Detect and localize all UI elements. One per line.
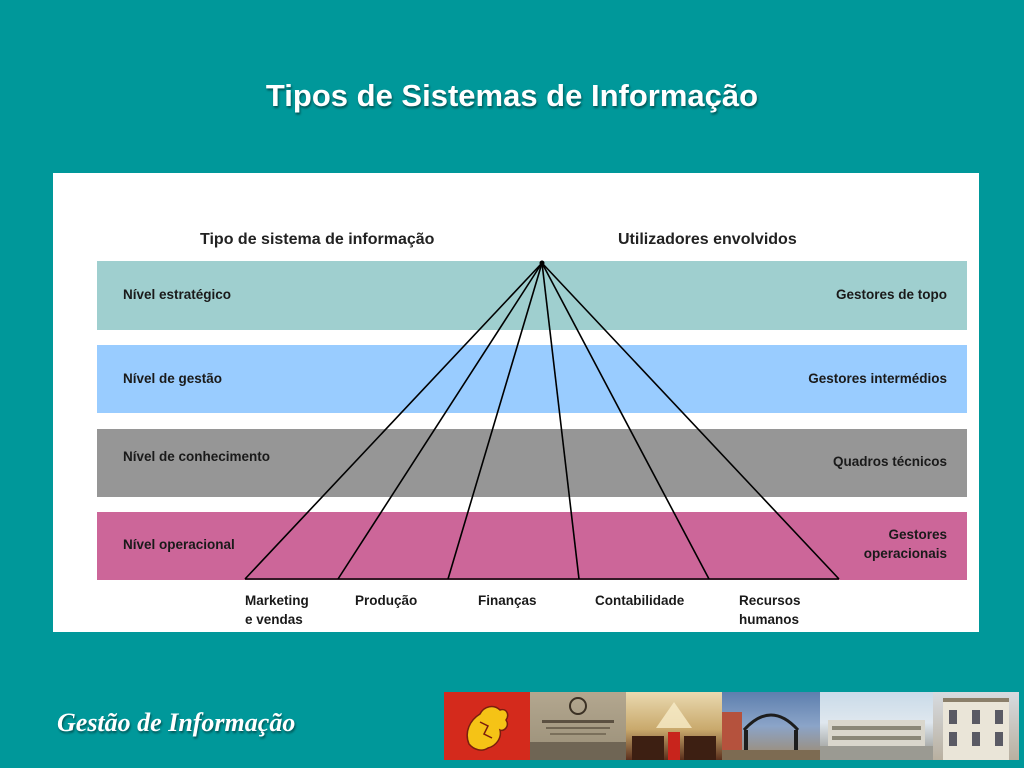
users-strategic-line: Gestores de topo — [835, 287, 947, 302]
chapel-illustration-icon — [632, 702, 716, 760]
users-management: Gestores intermédios — [808, 369, 947, 388]
gate-image — [722, 692, 820, 760]
palace-illustration-icon — [943, 698, 1009, 760]
pyramid-line-2 — [337, 262, 543, 580]
level-label-knowledge: Nível de conhecimento — [123, 449, 271, 464]
lion-emblem-icon — [444, 692, 530, 760]
photo-strip — [444, 692, 1019, 760]
pyramid-lines — [244, 260, 840, 580]
plaque-emblem-icon — [530, 697, 626, 760]
footer-title: Gestão de Informação — [57, 708, 296, 737]
pyramid-line-6 — [541, 262, 840, 580]
function-marketing-line-2: e vendas — [245, 612, 303, 627]
users-strategic: Gestores de topo — [836, 285, 947, 304]
level-label-management: Nível de gestão — [123, 371, 223, 386]
band-management: Nível de gestão Gestores intermédios — [97, 345, 967, 413]
users-knowledge: Quadros técnicos — [833, 452, 947, 471]
level-label-strategic: Nível estratégico — [123, 287, 232, 302]
function-production: Produção — [355, 591, 417, 610]
function-production-line-1: Produção — [355, 593, 418, 608]
left-column-header: Tipo de sistema de informação — [200, 231, 435, 248]
chapel-interior-image — [626, 692, 722, 760]
users-operational-line-2: operacionais — [863, 546, 947, 561]
band-operational: Nível operacional Gestores operacionais — [97, 512, 967, 580]
function-hr-line-2: humanos — [739, 612, 800, 627]
function-marketing-line-1: Marketing — [245, 593, 309, 608]
building-image — [820, 692, 933, 760]
pyramid-line-4 — [541, 262, 580, 580]
users-knowledge-line: Quadros técnicos — [832, 454, 947, 469]
function-finance: Finanças — [478, 591, 537, 610]
diagram-panel: Tipo de sistema de informação Utilizador… — [53, 173, 979, 632]
users-operational-line-1: Gestores — [888, 527, 947, 542]
pyramid-line-1 — [244, 262, 543, 580]
function-finance-line-1: Finanças — [478, 593, 537, 608]
function-marketing: Marketing e vendas — [245, 591, 309, 629]
gate-illustration-icon — [722, 712, 820, 760]
band-knowledge: Nível de conhecimento Quadros técnicos — [97, 429, 967, 497]
right-column-header: Utilizadores envolvidos — [618, 231, 797, 248]
palace-facade-image — [933, 692, 1019, 760]
pyramid-line-5 — [541, 262, 710, 580]
function-accounting: Contabilidade — [595, 591, 684, 610]
building-illustration-icon — [820, 720, 933, 760]
pyramid-line-3 — [447, 262, 543, 580]
slide-title: Tipos de Sistemas de Informação — [265, 78, 759, 113]
pyramid-apex — [539, 260, 545, 266]
plaque-image — [530, 692, 626, 760]
users-management-line: Gestores intermédios — [808, 371, 947, 386]
function-accounting-line-1: Contabilidade — [595, 593, 685, 608]
level-label-operational: Nível operacional — [123, 537, 235, 552]
coat-of-arms-image — [444, 692, 530, 760]
function-hr-line-1: Recursos — [739, 593, 801, 608]
users-operational: Gestores operacionais — [864, 525, 947, 563]
function-hr: Recursos humanos — [739, 591, 801, 629]
